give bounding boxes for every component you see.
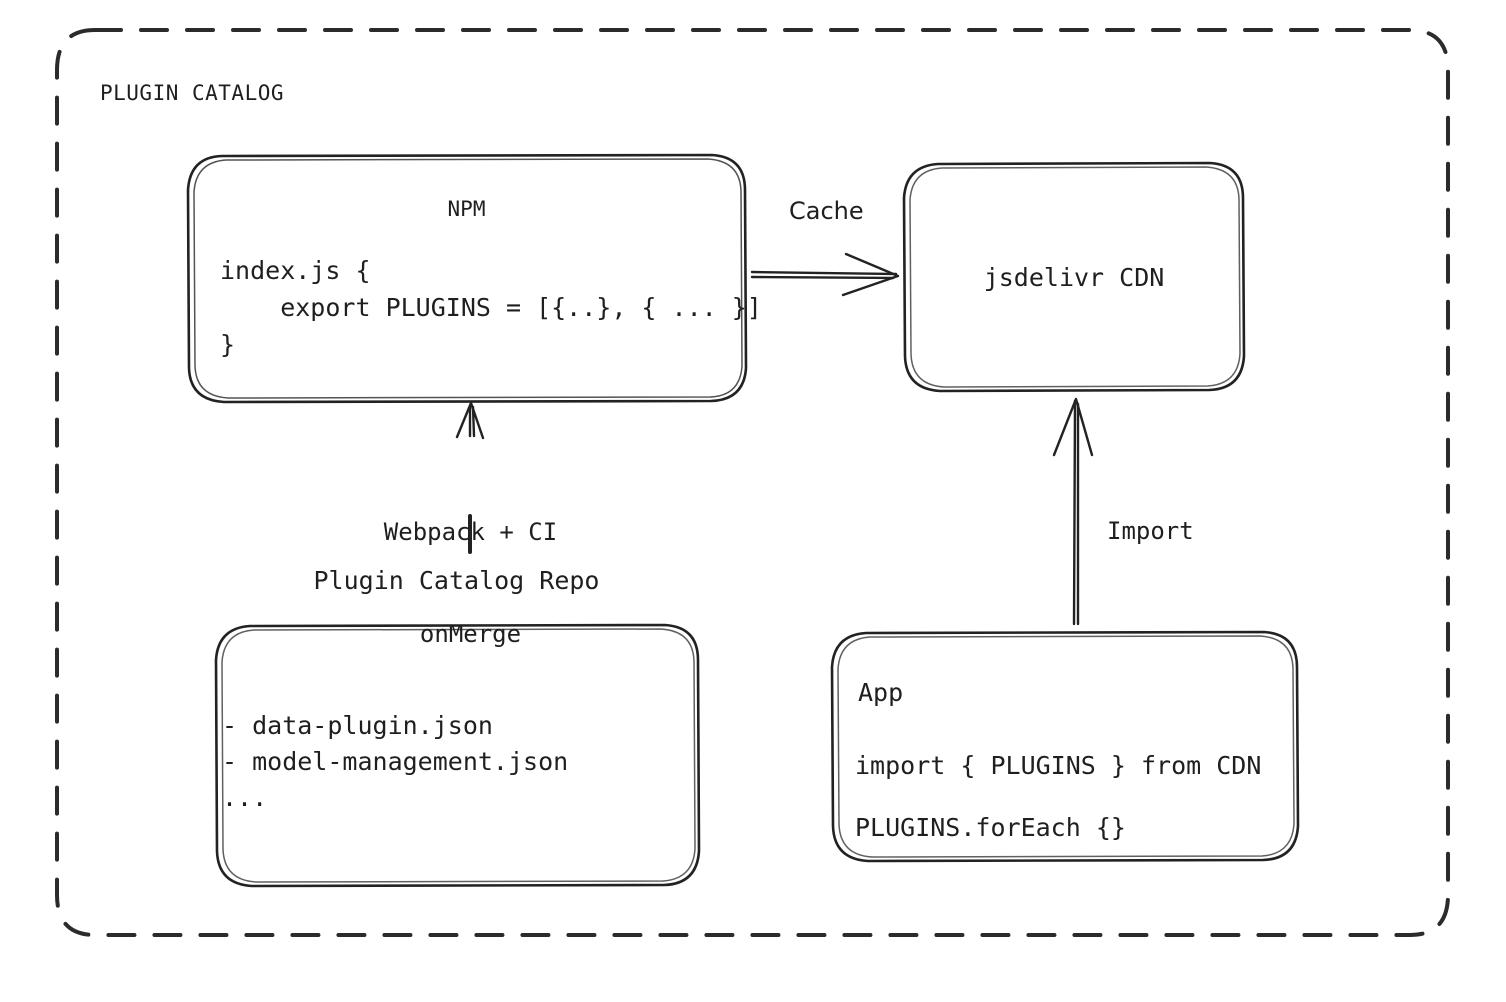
arrow-npm-to-cdn (750, 252, 900, 297)
npm-code-line-1: index.js { (220, 256, 371, 285)
npm-box-title: NPM (447, 197, 486, 221)
cdn-box-title: jsdelivr CDN (983, 263, 1165, 292)
app-code-line-2: PLUGINS.forEach {} (855, 813, 1126, 842)
group-title: PLUGIN CATALOG (100, 81, 285, 105)
repo-code-line-1: - data-plugin.json (222, 711, 493, 740)
edge-label-webpack-ci-line1: Webpack + CI (383, 518, 558, 546)
repo-code-line-3: ... (222, 783, 268, 812)
edge-label-webpack-ci-line2: onMerge (419, 620, 522, 648)
edge-label-import: Import (1107, 517, 1194, 545)
arrow-app-to-cdn (1052, 397, 1094, 626)
repo-box-label: Plugin Catalog Repo (313, 566, 600, 595)
app-box-title: App (858, 678, 904, 707)
edge-label-webpack-ci: Webpack + CI onMerge (374, 447, 567, 719)
repo-code-line-2: - model-management.json (222, 747, 569, 776)
edge-label-cache: Cache (789, 197, 864, 225)
npm-code-line-2: export PLUGINS = [{..}, { ... }] (220, 293, 762, 322)
app-code-line-1: import { PLUGINS } from CDN (855, 751, 1262, 780)
npm-code-line-3: } (220, 330, 236, 359)
